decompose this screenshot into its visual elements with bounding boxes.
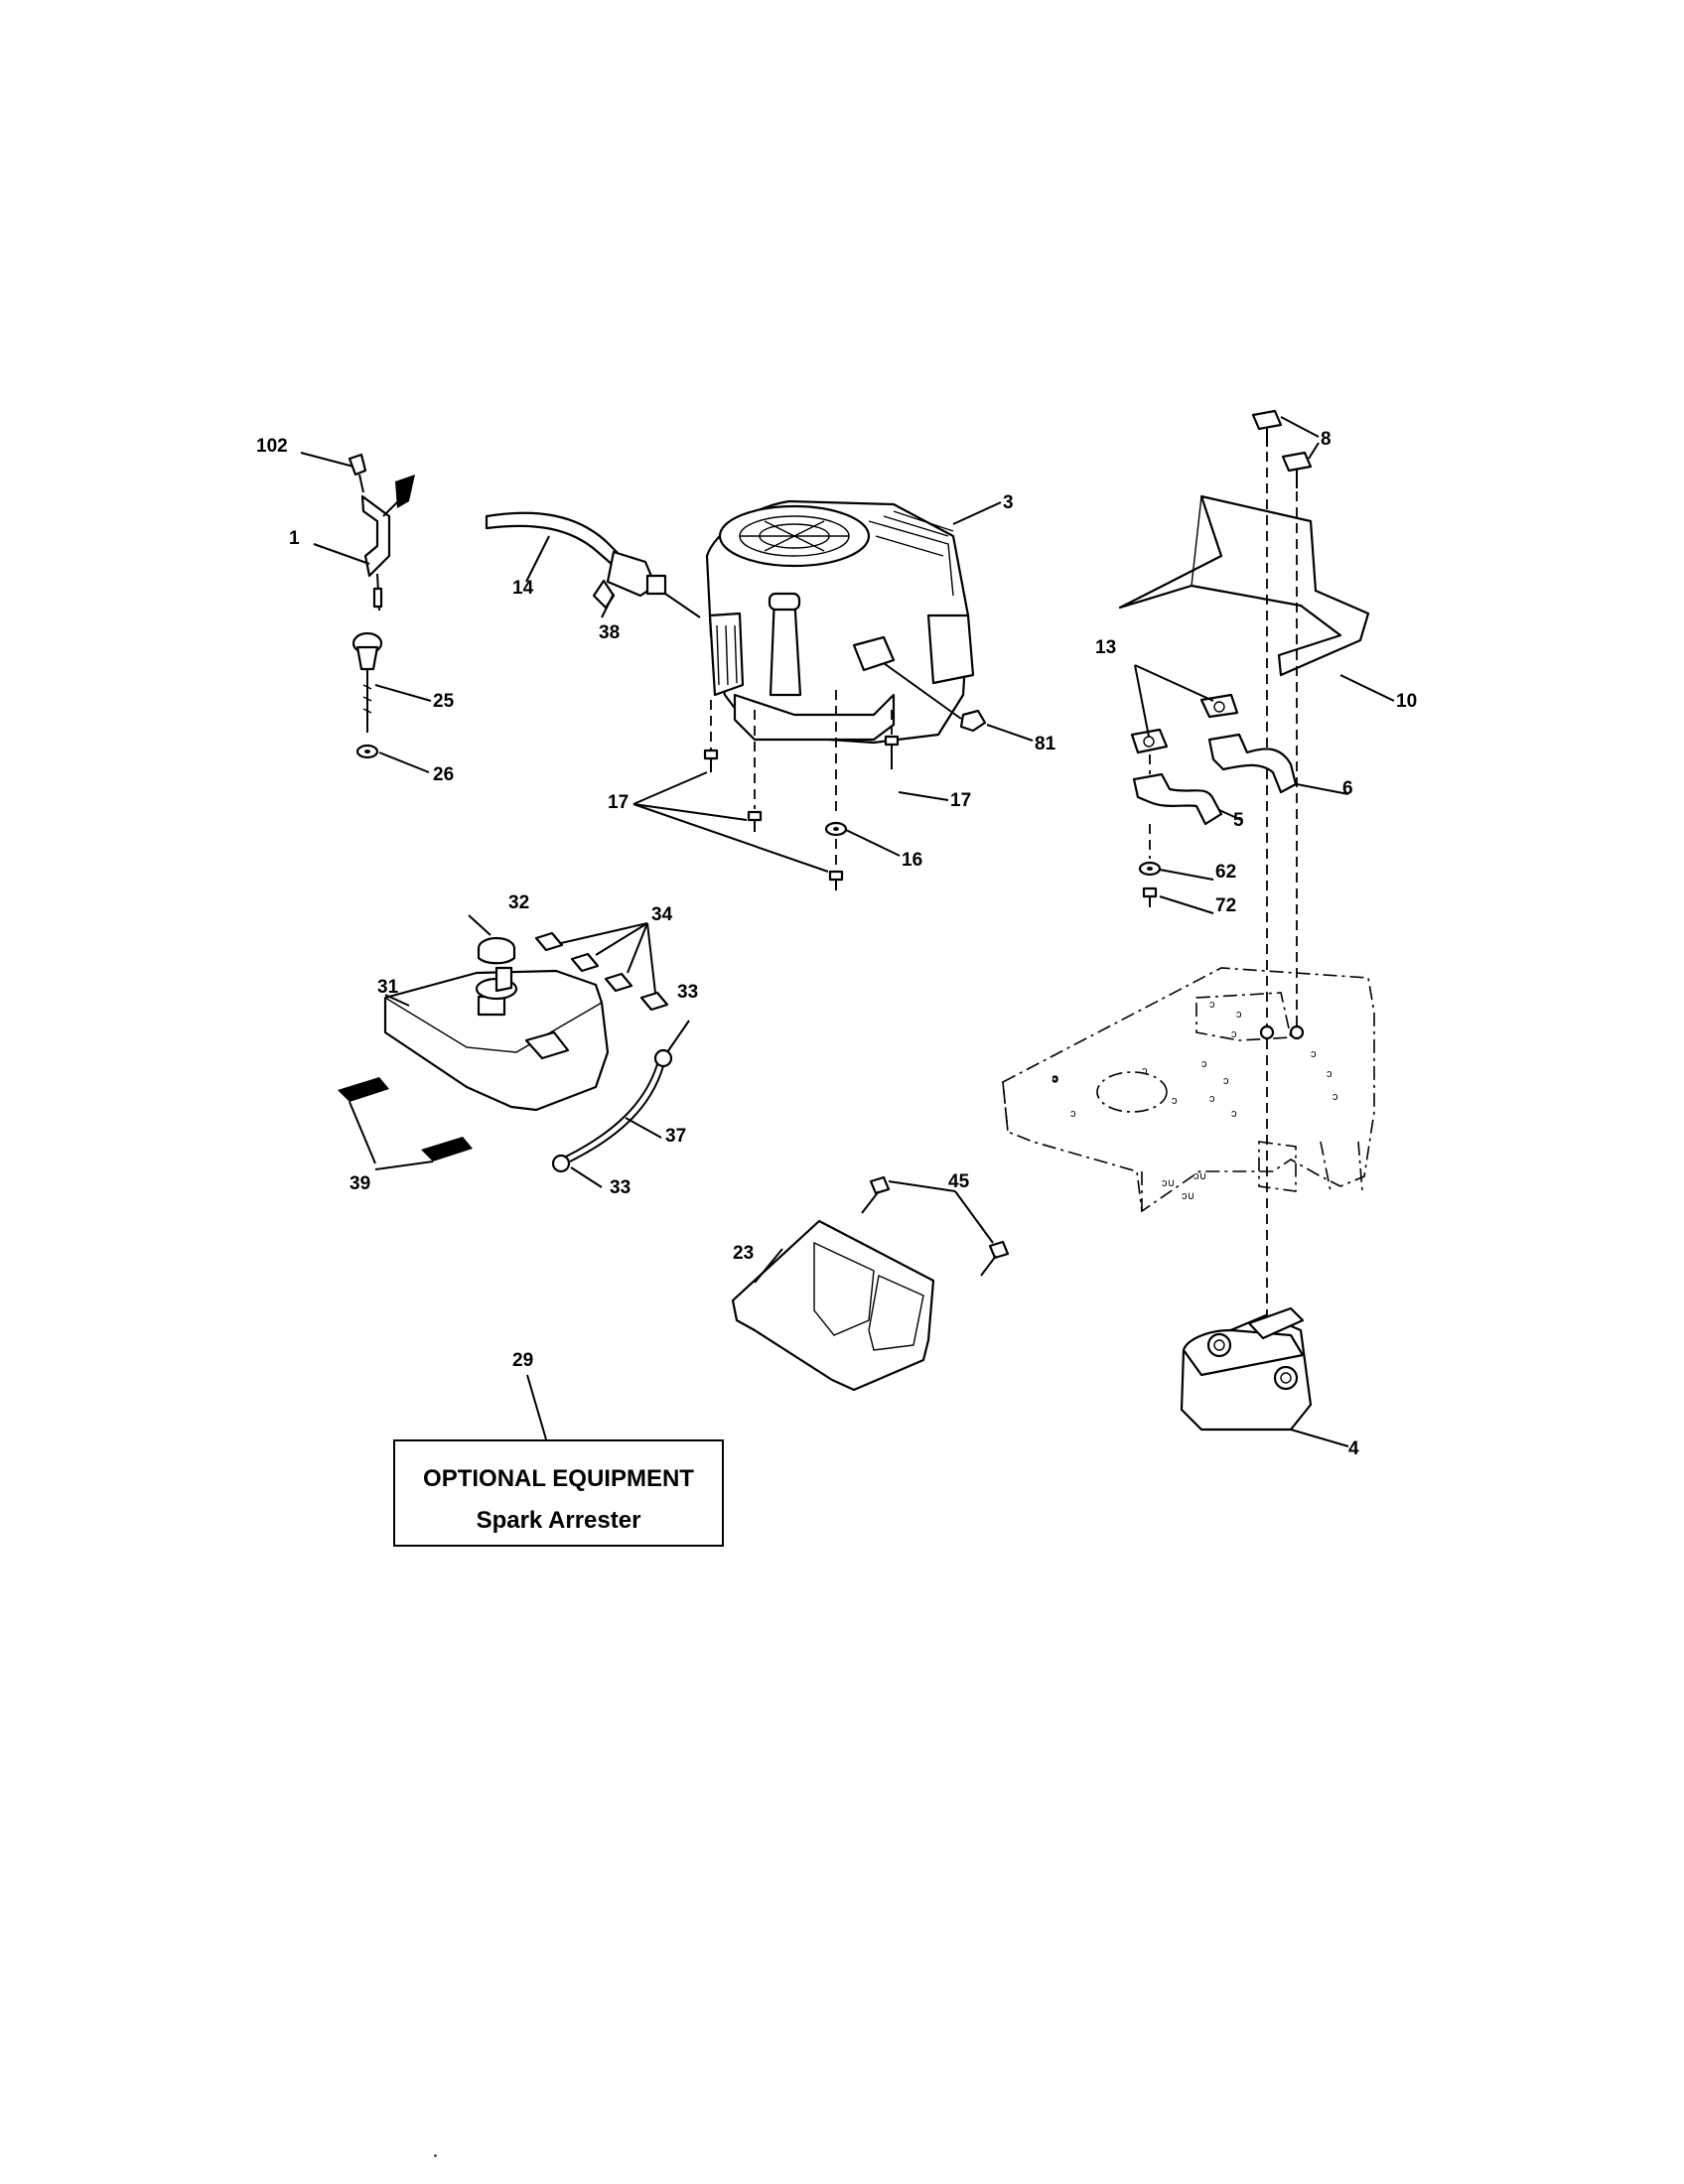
- shield-plate-part: [731, 1175, 1010, 1392]
- svg-text:ↄ: ↄ: [1327, 1068, 1333, 1080]
- svg-text:ↄ: ↄ: [1201, 1058, 1207, 1070]
- air-cover-part: [338, 914, 690, 1188]
- svg-text:ↄ∪: ↄ∪: [1193, 1170, 1207, 1182]
- callout-label: 38: [599, 622, 620, 643]
- callout-label: 33: [610, 1177, 631, 1198]
- svg-text:ↄ: ↄ: [1209, 999, 1215, 1011]
- svg-text:ↄ: ↄ: [1209, 1093, 1215, 1105]
- callout-label: 23: [733, 1243, 754, 1264]
- callout-label: 3: [1003, 492, 1014, 513]
- callout-label: 32: [508, 892, 529, 913]
- exhaust-pipes-part: [1130, 664, 1349, 914]
- svg-text:ↄ: ↄ: [1052, 1073, 1058, 1085]
- callout-label: 4: [1348, 1438, 1359, 1459]
- svg-text:ↄ: ↄ: [1236, 1009, 1242, 1021]
- svg-text:ↄ: ↄ: [1172, 1095, 1178, 1107]
- callout-label: 62: [1215, 862, 1236, 883]
- callout-label: 72: [1215, 895, 1236, 916]
- callout-label: 10: [1396, 691, 1417, 712]
- callout-label: 1: [289, 528, 300, 549]
- page-mark: [434, 2154, 437, 2157]
- callout-label: 102: [256, 436, 288, 457]
- callout-label: 33: [677, 982, 698, 1003]
- callout-label: 29: [512, 1350, 533, 1371]
- callout-29-leader: [526, 1374, 547, 1440]
- nut-81-part: [883, 662, 1034, 742]
- svg-text:ↄ: ↄ: [1142, 1065, 1148, 1077]
- callout-label: 6: [1342, 778, 1353, 799]
- callout-label: 17: [608, 792, 629, 813]
- callout-label: 39: [350, 1173, 370, 1194]
- callout-label: 13: [1095, 637, 1116, 658]
- heat-shield-part: [1118, 409, 1395, 1315]
- svg-text:ↄ∪: ↄ∪: [1162, 1177, 1176, 1189]
- engine-bolts-part: [632, 690, 949, 890]
- callout-label: 25: [433, 691, 455, 712]
- optional-equipment-title: OPTIONAL EQUIPMENT: [423, 1465, 694, 1492]
- svg-text:ↄ: ↄ: [1231, 1028, 1237, 1040]
- callout-label: 14: [512, 578, 534, 599]
- callout-label: 34: [651, 904, 673, 925]
- svg-text:ↄ: ↄ: [1333, 1091, 1338, 1103]
- callout-label: 37: [665, 1126, 686, 1147]
- callout-label: 31: [377, 977, 399, 998]
- callout-label: 16: [902, 850, 922, 871]
- engine-part: [705, 499, 1002, 745]
- callout-label: 26: [433, 764, 454, 785]
- svg-text:ↄ∪: ↄ∪: [1182, 1190, 1195, 1202]
- svg-text:ↄ: ↄ: [1311, 1048, 1317, 1060]
- callout-label: 5: [1233, 810, 1244, 831]
- muffler-part: [1180, 1306, 1349, 1447]
- fuel-hose-part: [485, 511, 701, 618]
- chassis-frame-part: ↄ ↄ ↄ ↄ ↄ ↄ ↄ ↄ ↄ ↄ ↄ ↄ ↄ ↄ ↄ∪ ↄ∪ ↄ∪: [1002, 967, 1375, 1213]
- control-knob-part: [351, 631, 432, 773]
- callout-label: 17: [950, 790, 971, 811]
- spark-arrester-label: Spark Arrester: [476, 1507, 641, 1534]
- svg-text:ↄ: ↄ: [1070, 1108, 1076, 1120]
- optional-equipment-box: OPTIONAL EQUIPMENT Spark Arrester: [393, 1439, 724, 1547]
- callout-label: 45: [948, 1171, 970, 1192]
- callout-label: 8: [1321, 429, 1332, 450]
- callout-label: 81: [1035, 734, 1056, 754]
- throttle-control-part: [300, 452, 415, 612]
- svg-text:ↄ: ↄ: [1231, 1108, 1237, 1120]
- svg-text:ↄ: ↄ: [1223, 1075, 1229, 1087]
